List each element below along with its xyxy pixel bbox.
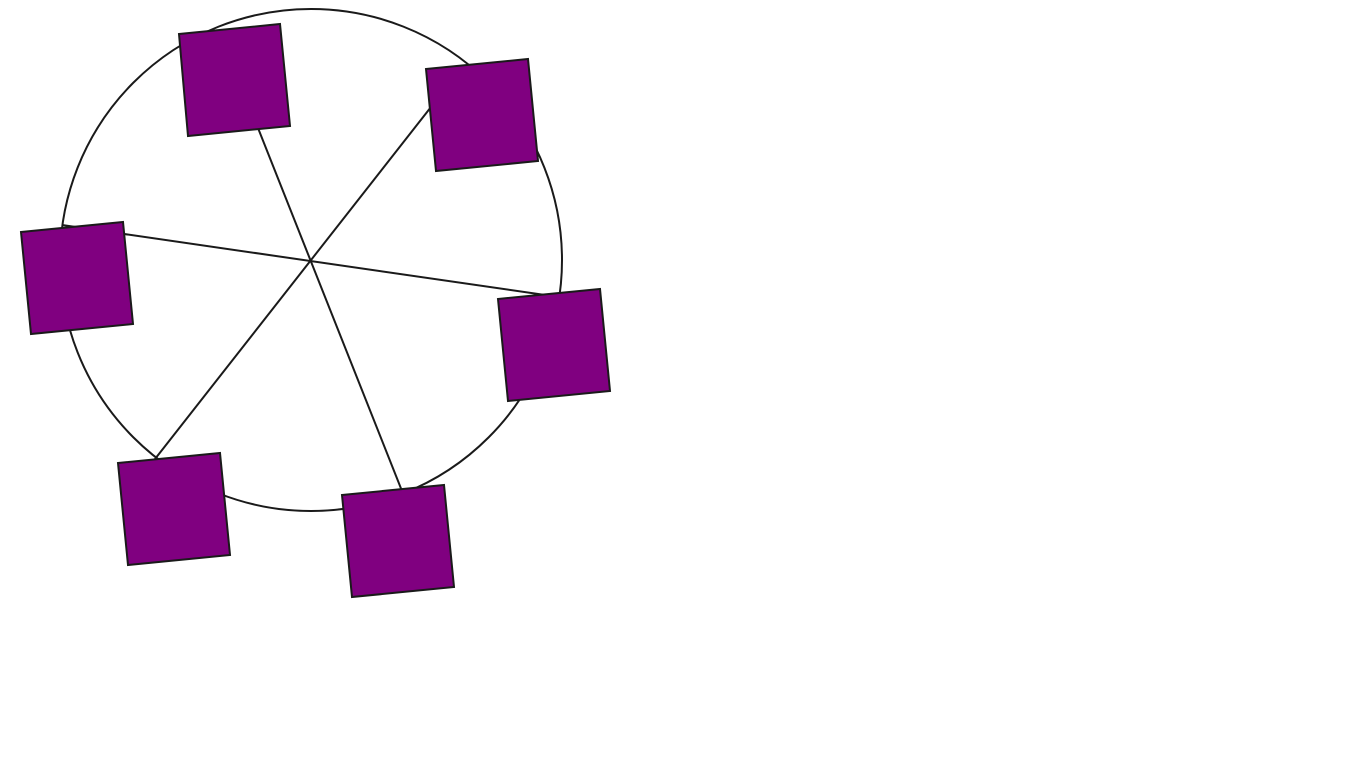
wheel-spoke [257, 127, 403, 492]
wheel-cabin [340, 483, 456, 599]
wheel-cabin [19, 220, 135, 336]
wheel-cabin [116, 451, 232, 567]
wheel-cabin [424, 57, 540, 173]
wheel-cabin [177, 22, 292, 138]
wheel-cabin [496, 287, 612, 403]
wheel-spoke [61, 224, 553, 297]
wheel-spoke [154, 106, 432, 460]
